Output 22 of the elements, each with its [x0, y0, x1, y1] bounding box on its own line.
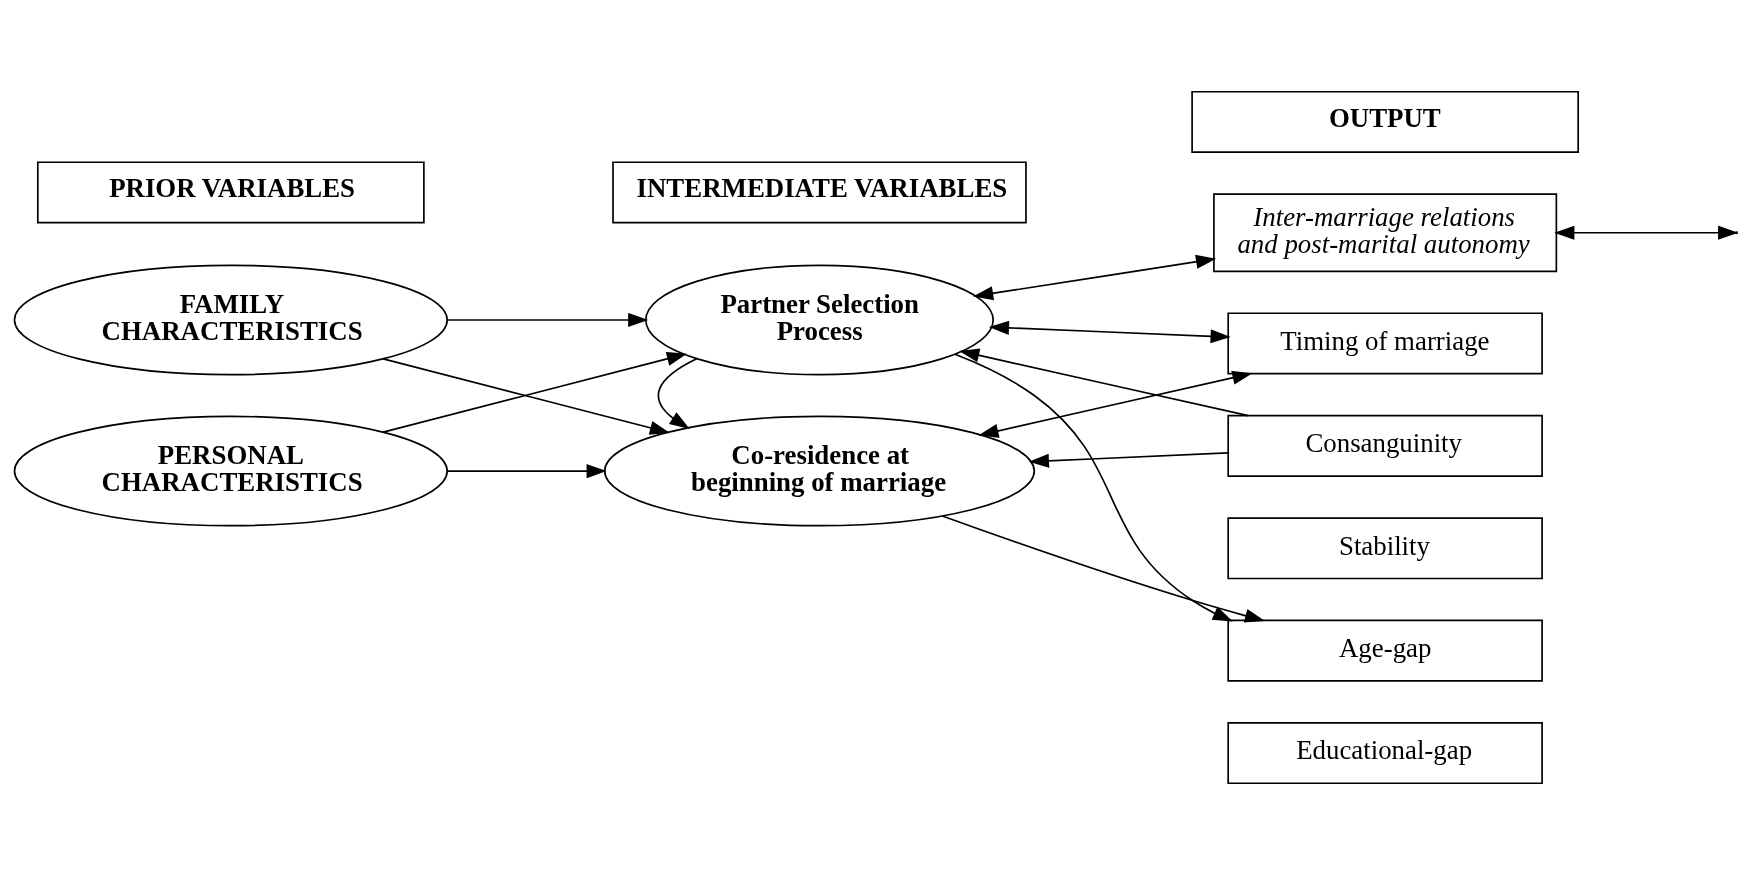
node-ellipse: FAMILY CHARACTERISTICS [13, 264, 449, 375]
node-box: Age-gap [1227, 619, 1543, 682]
arrow [446, 463, 607, 478]
node-box: Stability [1227, 516, 1543, 579]
node-box: PRIOR VARIABLES [36, 160, 425, 223]
node-box: Educational-gap [1227, 721, 1543, 784]
arrow [978, 370, 1253, 438]
arrow [973, 254, 1217, 300]
node-ellipse: PERSONAL CHARACTERISTICS [13, 415, 449, 527]
arrow [954, 352, 1233, 621]
arrow [1028, 451, 1229, 468]
arrow [959, 347, 1250, 416]
node-ellipse: Co-residence at beginning of marriage [603, 415, 1036, 527]
arrow [988, 320, 1231, 343]
node-box: Inter-marriage relations and post-marital autonomy [1213, 192, 1558, 272]
node-box: Consanguinity [1227, 414, 1543, 477]
node-box: OUTPUT [1191, 90, 1579, 153]
node-box: INTERMEDIATE VARIABLES [612, 160, 1027, 223]
arrow [657, 357, 698, 429]
node-box: Timing of marriage [1227, 311, 1543, 375]
arrow [941, 514, 1266, 623]
arrow [446, 312, 649, 327]
